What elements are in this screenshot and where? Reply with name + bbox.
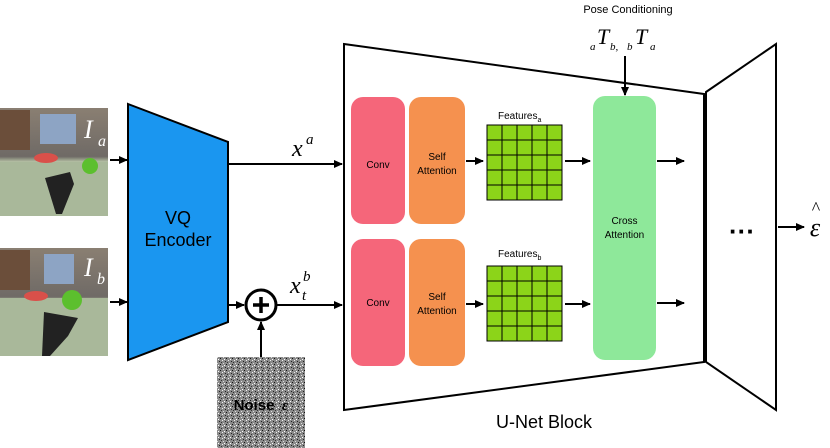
feature-cell bbox=[546, 154, 563, 171]
feature-cell bbox=[486, 265, 503, 282]
feature-cell bbox=[486, 169, 503, 186]
feature-cell bbox=[501, 184, 518, 201]
input-image-a: I a bbox=[0, 108, 108, 216]
feature-cell bbox=[486, 184, 503, 201]
feature-cell bbox=[546, 325, 563, 342]
cross-attn-line2: Attention bbox=[605, 230, 644, 241]
feature-cell bbox=[501, 124, 518, 141]
feature-cell bbox=[531, 139, 548, 156]
image-b-subscript: b bbox=[97, 271, 105, 288]
feature-cell bbox=[531, 310, 548, 327]
latent-xb-sup: b bbox=[303, 269, 311, 285]
feature-cell bbox=[501, 154, 518, 171]
encoder-label-line1: VQ bbox=[165, 208, 191, 228]
pose-formula-t1: T bbox=[597, 24, 611, 49]
feature-cell bbox=[531, 154, 548, 171]
feature-cell bbox=[516, 139, 533, 156]
self-attention-block-b: Self Attention bbox=[409, 239, 465, 366]
self-attn-a-line2: Attention bbox=[417, 166, 456, 177]
self-attn-b-line2: Attention bbox=[417, 306, 456, 317]
unet-title: U-Net Block bbox=[496, 412, 593, 432]
latent-xb-base: x bbox=[289, 273, 301, 299]
pose-formula-s3: b bbox=[627, 41, 633, 53]
feature-cell bbox=[486, 154, 503, 171]
feature-cell bbox=[501, 280, 518, 297]
self-attention-block-a: Self Attention bbox=[409, 97, 465, 224]
conv-b-label: Conv bbox=[366, 298, 389, 309]
feature-cell bbox=[516, 325, 533, 342]
add-noise-node bbox=[244, 288, 278, 322]
feature-cell bbox=[531, 325, 548, 342]
feature-cell bbox=[531, 169, 548, 186]
encoder-label-line2: Encoder bbox=[144, 230, 211, 250]
output-epsilon: ε bbox=[810, 213, 821, 242]
latent-xb-sub: t bbox=[302, 288, 307, 304]
feature-cell bbox=[546, 169, 563, 186]
feature-cell bbox=[531, 280, 548, 297]
feature-cell bbox=[531, 295, 548, 312]
feature-cell bbox=[486, 325, 503, 342]
image-a-subscript: a bbox=[98, 133, 106, 150]
latent-xa-sup: a bbox=[306, 132, 314, 148]
feature-cell bbox=[531, 124, 548, 141]
noise-label: Noise bbox=[234, 397, 275, 414]
feature-cell bbox=[546, 139, 563, 156]
pose-formula: a T b, b T a bbox=[590, 24, 656, 53]
self-attn-b-line1: Self bbox=[428, 292, 445, 303]
feature-cell bbox=[486, 139, 503, 156]
feature-cell bbox=[516, 184, 533, 201]
feature-cell bbox=[501, 310, 518, 327]
pose-title: Pose Conditioning bbox=[583, 4, 672, 16]
feature-cell bbox=[516, 295, 533, 312]
feature-grid-b bbox=[486, 265, 563, 342]
pose-formula-s1: a bbox=[590, 41, 596, 53]
pose-formula-s4: a bbox=[650, 41, 656, 53]
feature-cell bbox=[546, 310, 563, 327]
feature-cell bbox=[516, 265, 533, 282]
feature-cell bbox=[501, 295, 518, 312]
cross-attention-block: Cross Attention bbox=[593, 96, 656, 360]
features-a-label: Featuresa bbox=[498, 111, 541, 124]
feature-cell bbox=[486, 310, 503, 327]
features-b-label: Featuresb bbox=[498, 249, 541, 262]
feature-cell bbox=[546, 124, 563, 141]
feature-cell bbox=[486, 280, 503, 297]
noise-symbol: ε bbox=[282, 398, 289, 414]
conv-block-b: Conv bbox=[351, 239, 405, 366]
cross-attn-line1: Cross bbox=[611, 216, 637, 227]
image-a-label: I bbox=[83, 115, 94, 144]
feature-cell bbox=[516, 310, 533, 327]
image-b-label: I bbox=[83, 253, 94, 282]
latent-xa-base: x bbox=[291, 136, 303, 162]
feature-cell bbox=[501, 265, 518, 282]
feature-cell bbox=[486, 295, 503, 312]
feature-cell bbox=[501, 139, 518, 156]
feature-cell bbox=[486, 124, 503, 141]
ellipsis: ··· bbox=[729, 216, 755, 246]
self-attn-a-line1: Self bbox=[428, 152, 445, 163]
feature-cell bbox=[516, 280, 533, 297]
feature-cell bbox=[546, 184, 563, 201]
unet-decoder-block bbox=[705, 42, 777, 412]
feature-cell bbox=[501, 169, 518, 186]
feature-cell bbox=[531, 265, 548, 282]
feature-cell bbox=[546, 280, 563, 297]
pose-formula-s2: b, bbox=[610, 41, 619, 53]
feature-cell bbox=[546, 265, 563, 282]
conv-block-a: Conv bbox=[351, 97, 405, 224]
feature-cell bbox=[531, 184, 548, 201]
feature-cell bbox=[516, 124, 533, 141]
noise-image: Noise ε bbox=[217, 357, 305, 448]
conv-a-label: Conv bbox=[366, 160, 389, 171]
feature-cell bbox=[546, 295, 563, 312]
output-hat: ^ bbox=[812, 198, 821, 218]
feature-cell bbox=[516, 169, 533, 186]
pose-formula-t2: T bbox=[635, 24, 649, 49]
vq-encoder: VQ Encoder bbox=[127, 102, 229, 362]
input-image-b: I b bbox=[0, 248, 108, 356]
feature-grid-a bbox=[486, 124, 563, 201]
feature-cell bbox=[501, 325, 518, 342]
feature-cell bbox=[516, 154, 533, 171]
